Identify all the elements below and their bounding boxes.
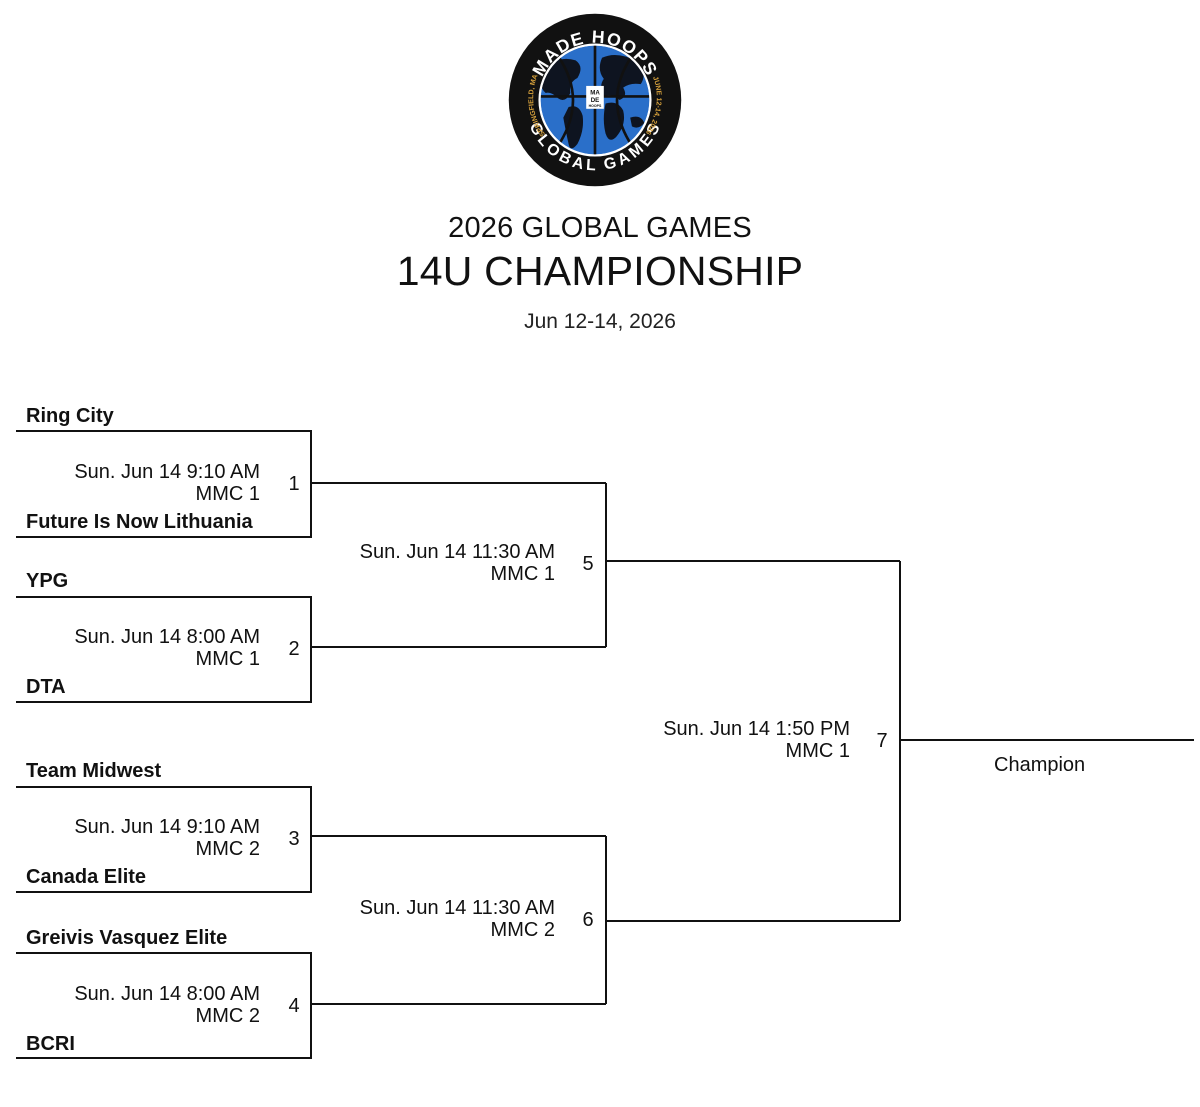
- game-number-6: 6: [582, 909, 594, 931]
- team-team-midwest: Team Midwest: [26, 760, 162, 782]
- game-number-1: 1: [288, 473, 300, 495]
- game-7-time: Sun. Jun 14 1:50 PM: [663, 718, 850, 740]
- game-number-2: 2: [288, 638, 300, 660]
- game-6-schedule: Sun. Jun 14 11:30 AM MMC 2: [360, 897, 555, 941]
- page-title: 14U CHAMPIONSHIP: [396, 248, 804, 294]
- game-4-court: MMC 2: [195, 1005, 260, 1027]
- team-ring-city: Ring City: [26, 405, 114, 427]
- continent-shape: [541, 58, 581, 100]
- game-1-time: Sun. Jun 14 9:10 AM: [74, 461, 260, 483]
- game-number-7: 7: [876, 730, 888, 752]
- game-2-court: MMC 1: [195, 648, 260, 670]
- game-1-court: MMC 1: [195, 483, 260, 505]
- game-3-time: Sun. Jun 14 9:10 AM: [74, 816, 260, 838]
- event-subtitle: 2026 GLOBAL GAMES: [448, 212, 752, 244]
- game-4-schedule: Sun. Jun 14 8:00 AM MMC 2: [74, 983, 260, 1027]
- event-dates: Jun 12-14, 2026: [524, 310, 676, 333]
- bracket-line-game-4: [16, 952, 312, 1059]
- game-5-time: Sun. Jun 14 11:30 AM: [359, 541, 555, 563]
- bracket-line-game-2: [16, 596, 312, 703]
- game-4-time: Sun. Jun 14 8:00 AM: [74, 983, 260, 1005]
- svg-text:MA: MA: [590, 90, 600, 97]
- made-hoops-global-games-logo: MA DE HOOPS MADE HOOPS GLOBAL GAMES SPRI…: [508, 13, 682, 187]
- game-number-3: 3: [288, 828, 300, 850]
- champion-label: Champion: [994, 754, 1086, 776]
- game-number-5: 5: [582, 553, 594, 575]
- game-7-schedule: Sun. Jun 14 1:50 PM MMC 1: [663, 718, 850, 762]
- svg-text:DE: DE: [591, 97, 600, 104]
- team-ypg: YPG: [26, 570, 69, 592]
- team-greivis-vasquez-elite: Greivis Vasquez Elite: [26, 927, 228, 949]
- continent-shape: [630, 116, 645, 128]
- team-canada-elite: Canada Elite: [26, 866, 147, 888]
- center-mark-badge: [586, 85, 604, 109]
- game-7-court: MMC 1: [785, 740, 850, 762]
- game-3-court: MMC 2: [195, 838, 260, 860]
- continent-shape: [563, 106, 584, 149]
- game-3-schedule: Sun. Jun 14 9:10 AM MMC 2: [74, 816, 260, 860]
- team-bcri: BCRI: [26, 1033, 75, 1055]
- game-6-time: Sun. Jun 14 11:30 AM: [359, 897, 555, 919]
- game-5-court: MMC 1: [490, 563, 555, 585]
- game-5-schedule: Sun. Jun 14 11:30 AM MMC 1: [360, 541, 555, 585]
- game-1-schedule: Sun. Jun 14 9:10 AM MMC 1: [74, 461, 260, 505]
- game-2-time: Sun. Jun 14 8:00 AM: [74, 626, 260, 648]
- team-dta: DTA: [26, 676, 66, 698]
- game-2-schedule: Sun. Jun 14 8:00 AM MMC 1: [74, 626, 260, 670]
- bracket-line-game-3: [16, 786, 312, 893]
- game-6-court: MMC 2: [490, 919, 555, 941]
- team-future-is-now-lithuania: Future Is Now Lithuania: [26, 511, 253, 533]
- svg-text:HOOPS: HOOPS: [589, 104, 602, 108]
- game-number-4: 4: [288, 995, 300, 1017]
